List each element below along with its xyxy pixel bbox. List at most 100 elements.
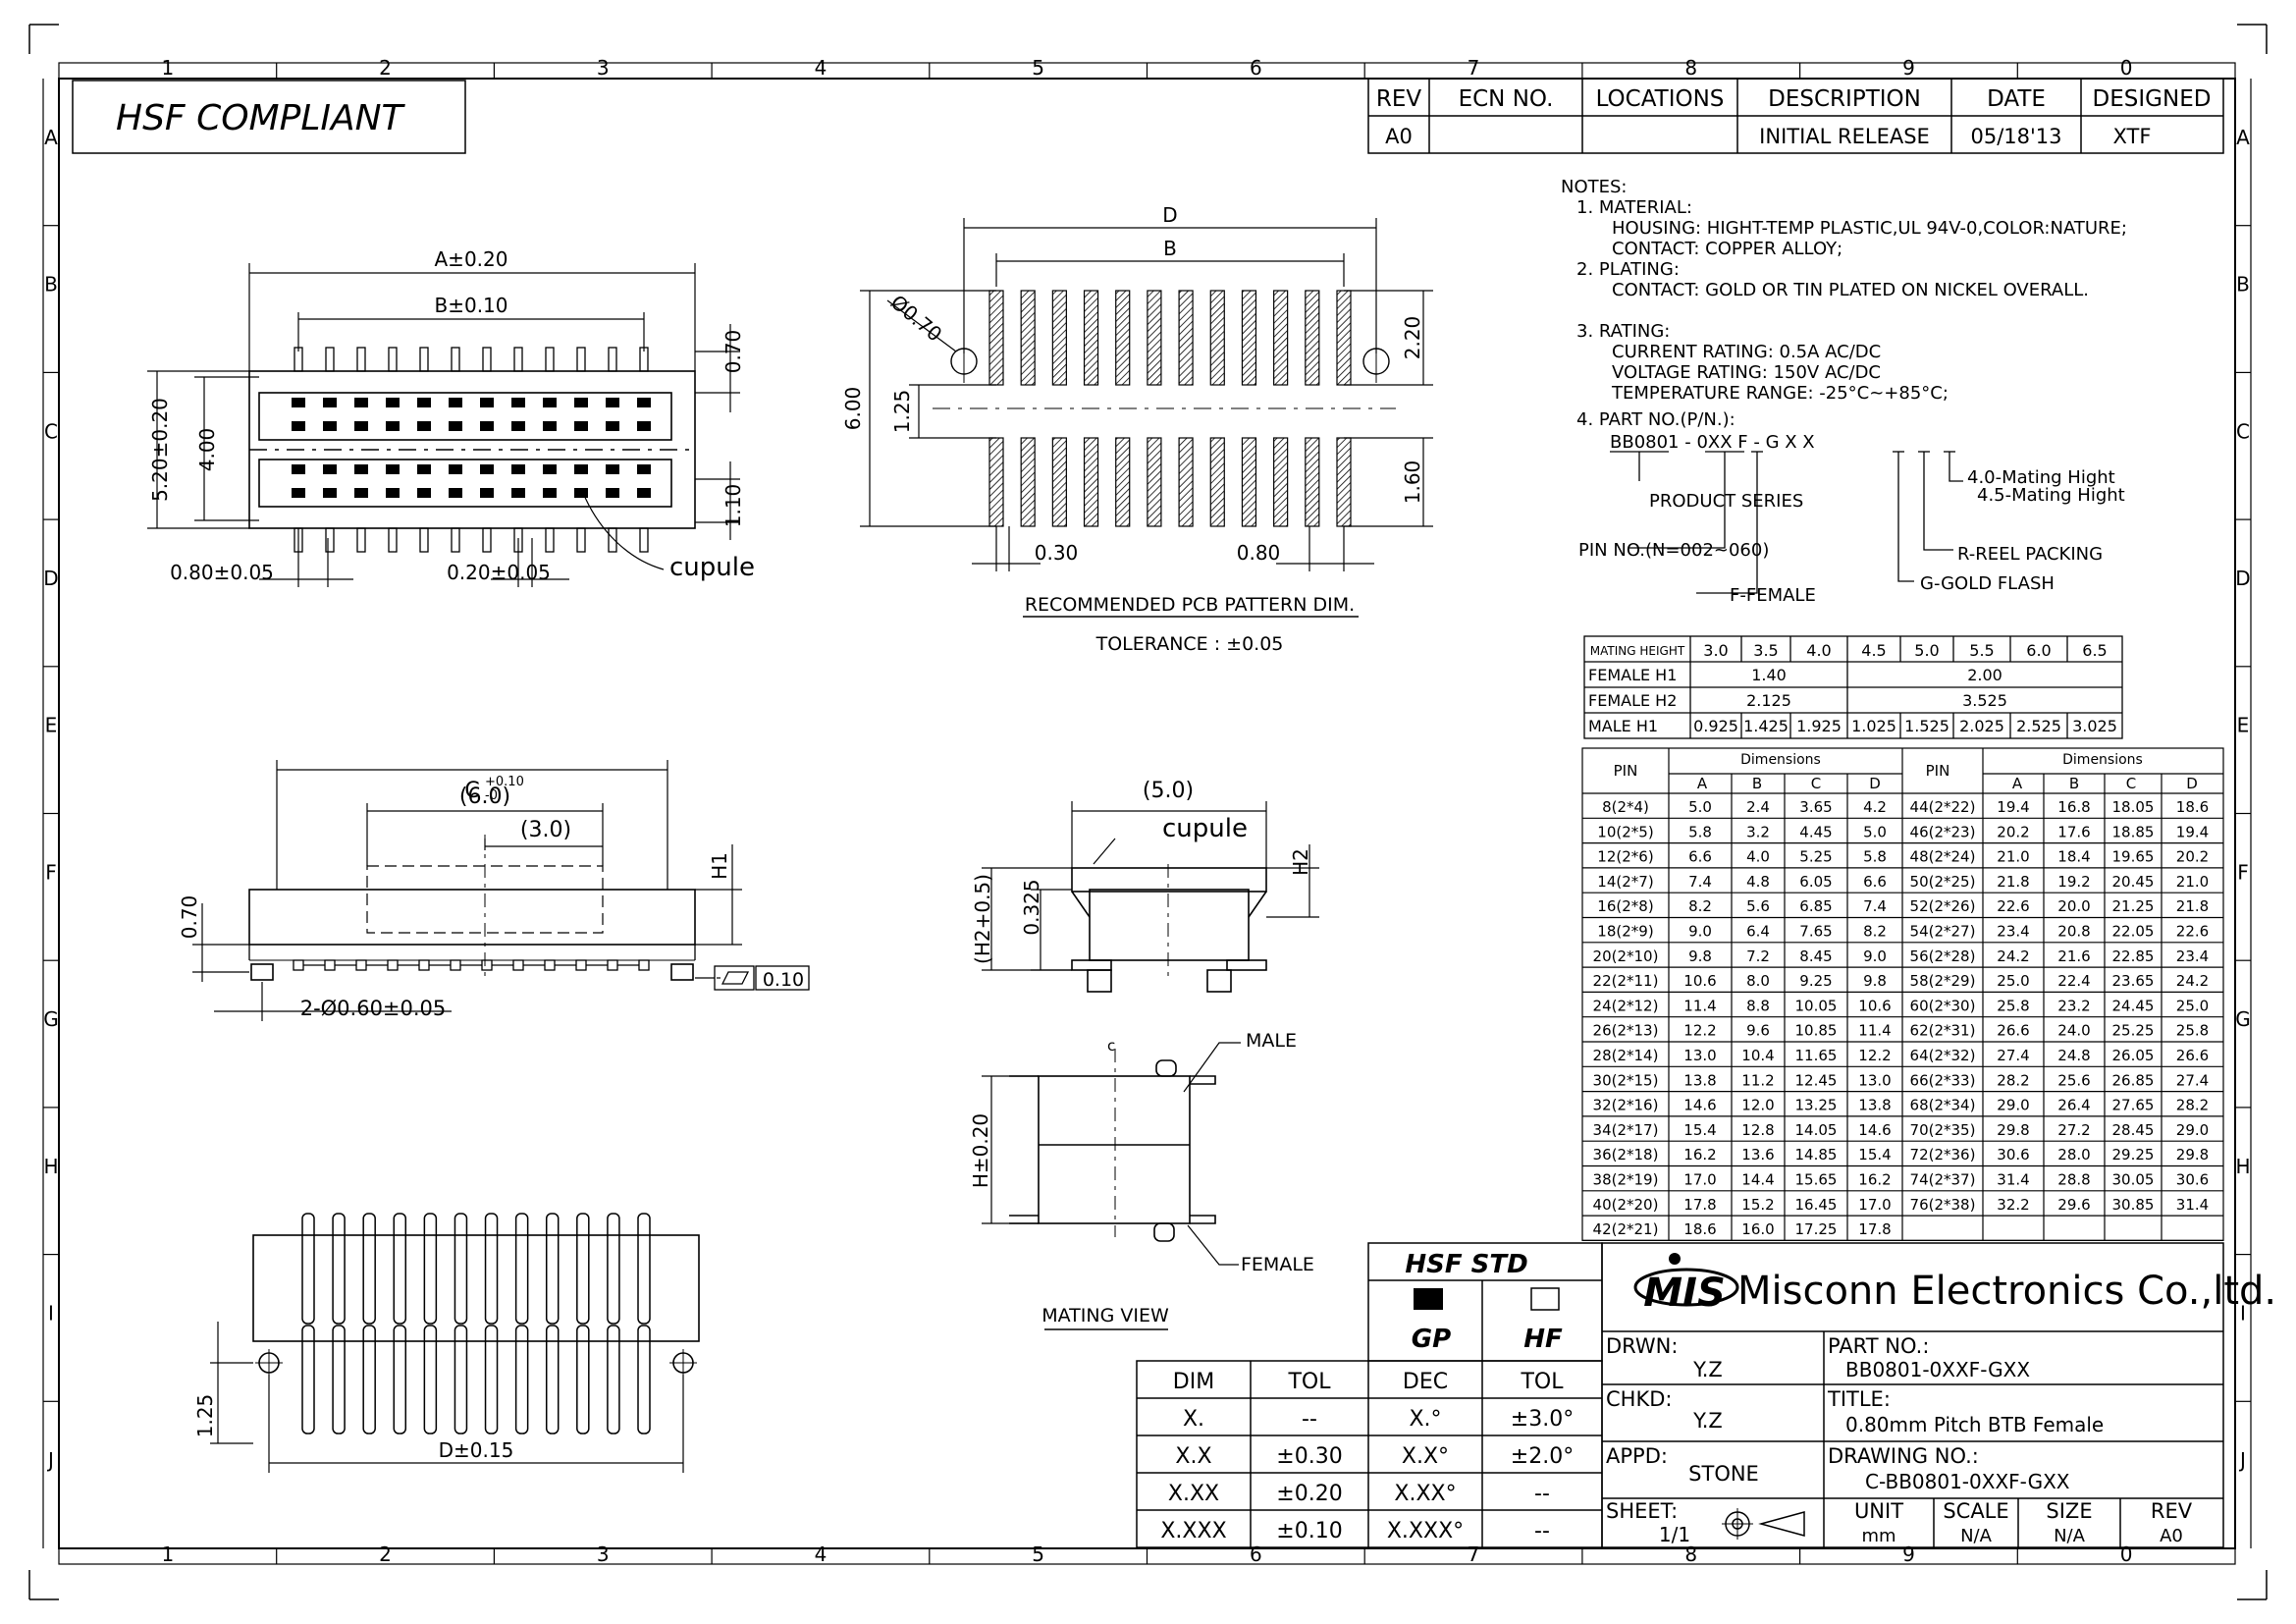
part-no-value: BB0801-0XXF-GXX	[1845, 1358, 2030, 1381]
revision-table: REV ECN NO. LOCATIONS DESCRIPTION DATE D…	[1367, 78, 2224, 154]
side-dim-h2: H2	[1289, 848, 1312, 876]
border-col-bottom: 6	[1250, 1543, 1262, 1566]
dim-070: 0.70	[721, 330, 745, 374]
bottom-pin	[545, 527, 555, 553]
dim-pin-cell: 68(2*34)	[1910, 1097, 1976, 1114]
dim-value-cell: 29.8	[2176, 1146, 2209, 1164]
male-h1-40: 1.925	[1796, 717, 1842, 735]
contact-mark	[292, 464, 305, 474]
designed-header: DESIGNED	[2093, 86, 2212, 112]
dim-value-cell: 11.2	[1741, 1071, 1774, 1089]
dim-value-cell: 9.0	[1863, 947, 1887, 965]
dim-value-cell: 13.0	[1858, 1071, 1891, 1089]
border-col-top: 1	[161, 56, 174, 80]
dim-value-cell: 7.4	[1863, 897, 1887, 915]
pcb-pattern-view: D B Ø0.70 6.00 1.25 2.20 1.60 0.30 0.80 …	[841, 203, 1433, 655]
dim-value-cell: 4.0	[1746, 848, 1770, 866]
unit-value: mm	[1861, 1526, 1896, 1546]
male-h1-30: 0.925	[1693, 717, 1738, 735]
dim-value-cell: 22.4	[2057, 972, 2090, 990]
border-col-bottom: 4	[815, 1543, 828, 1566]
pcb-pad-bottom	[1273, 437, 1289, 527]
border-row-left: C	[44, 419, 58, 443]
front-pin	[638, 959, 650, 971]
appd-value: STONE	[1688, 1462, 1759, 1486]
mating-height-table: MATING HEIGHT 3.0 3.5 4.0 4.5 5.0 5.5 6.…	[1583, 635, 2123, 739]
front-pin	[607, 959, 618, 971]
dim-value-cell: 24.8	[2057, 1047, 2090, 1064]
mh-65: 6.5	[2082, 641, 2107, 660]
dim-pin-cell: 56(2*28)	[1910, 947, 1976, 965]
mating-view-title: MATING VIEW	[1041, 1305, 1169, 1326]
tol-cell: X.XX	[1168, 1482, 1219, 1506]
terminal-bottom	[607, 1325, 620, 1435]
contact-mark	[543, 488, 557, 498]
dim-value-cell: 6.05	[1799, 873, 1832, 891]
top-view: A±0.20 B±0.10 5.20±0.20 4.00 0.70 1.10 0…	[147, 247, 755, 587]
dim-value-cell: 13.25	[1795, 1097, 1838, 1114]
dim-value-cell: 22.85	[2112, 947, 2155, 965]
dim-value-cell: 14.05	[1795, 1121, 1838, 1139]
dim-value-cell: 9.6	[1746, 1022, 1770, 1040]
dim-pin-cell: 72(2*36)	[1910, 1146, 1976, 1164]
flatness-tolerance: 0.10	[763, 969, 804, 991]
designed-value: XTF	[2113, 125, 2152, 148]
dim-value-cell: 13.6	[1741, 1146, 1774, 1164]
bottom-pin	[608, 527, 617, 553]
mating-45-label: 4.5-Mating Hight	[1977, 485, 2125, 506]
dim-value-cell: 27.65	[2112, 1097, 2155, 1114]
bottom-pin	[388, 527, 398, 553]
dim-pin-cell: 30(2*15)	[1593, 1071, 1659, 1089]
contact-mark	[354, 464, 368, 474]
dim-value-cell: 25.6	[2057, 1071, 2090, 1089]
border-col-top: 6	[1250, 56, 1262, 80]
pcb-pad-top	[988, 290, 1004, 386]
dim-value-cell: 23.4	[1997, 923, 2029, 941]
dim-value-cell: 16.45	[1795, 1196, 1838, 1214]
dim-value-cell: 17.8	[1683, 1196, 1716, 1214]
scale-label: SCALE	[1943, 1499, 2008, 1523]
contact-mark	[480, 488, 494, 498]
rev-value-tb: A0	[2160, 1526, 2183, 1546]
dim-value-cell: 12.2	[1683, 1022, 1716, 1040]
dim-value-cell: 9.25	[1799, 972, 1832, 990]
top-pin	[388, 347, 398, 372]
dim-pin-cell: 60(2*30)	[1910, 997, 1976, 1014]
tol-cell: ±0.30	[1276, 1444, 1342, 1469]
terminal-bottom	[393, 1325, 407, 1435]
rev-value: A0	[1385, 125, 1413, 148]
terminal-bottom	[362, 1325, 376, 1435]
dim-value-cell: 14.6	[1683, 1097, 1716, 1114]
dim-value-cell: 26.6	[1997, 1022, 2029, 1040]
dim-pin-cell: 66(2*33)	[1910, 1071, 1976, 1089]
contact-mark	[574, 464, 588, 474]
tol-cell: ±2.0°	[1511, 1444, 1574, 1469]
pcb-pad-bottom	[1147, 437, 1162, 527]
dim-pin-cell: 10(2*5)	[1597, 823, 1653, 840]
dim-value-cell: 18.05	[2112, 798, 2155, 816]
contact-mark	[449, 464, 462, 474]
appd-label: APPD:	[1606, 1444, 1668, 1468]
dim-value-cell: 23.2	[2057, 997, 2090, 1014]
side-dim-50: (5.0)	[1143, 779, 1194, 803]
dim-value-cell: 2.4	[1746, 798, 1770, 816]
dim-value-cell: 18.6	[2176, 798, 2209, 816]
border-row-left: A	[44, 126, 58, 149]
border-row-left: G	[43, 1007, 59, 1031]
dim-value-cell: 26.05	[2112, 1047, 2155, 1064]
front-pin	[324, 959, 336, 971]
side-dim-h2p05: (H2+0.5)	[971, 874, 994, 964]
dim-value-cell: 17.0	[1858, 1196, 1891, 1214]
female-code-label: F-FEMALE	[1730, 585, 1816, 606]
border-col-bottom: 3	[597, 1543, 610, 1566]
tol-cell: X.XX°	[1394, 1482, 1456, 1506]
dim-pin-cell: 20(2*10)	[1593, 947, 1659, 965]
dim-a: A±0.20	[435, 247, 508, 271]
dim-value-cell: 10.85	[1795, 1022, 1838, 1040]
male-h1-55: 2.025	[1959, 717, 2004, 735]
terminal-dim-d: D±0.15	[439, 1438, 514, 1462]
terminal-top	[637, 1213, 651, 1325]
top-pin	[325, 347, 335, 372]
dim-value-cell: 7.2	[1746, 947, 1770, 965]
pcb-dim-phi: Ø0.70	[886, 290, 947, 346]
